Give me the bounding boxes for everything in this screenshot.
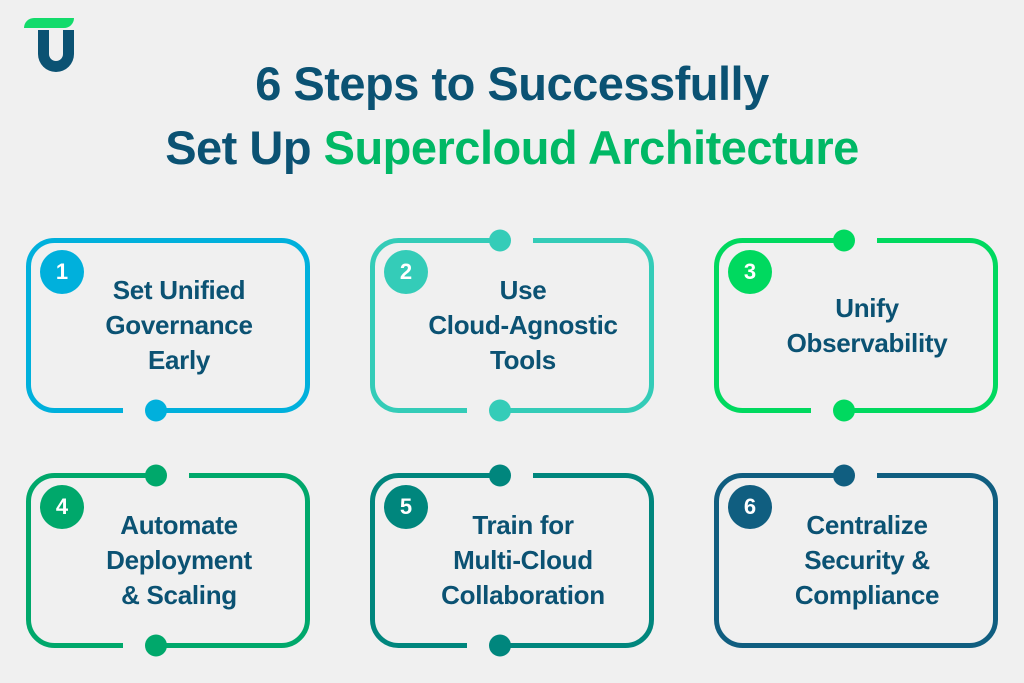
step-number-5: 5 [399, 494, 413, 519]
card-top-dot [833, 464, 855, 487]
step-label-4: Automate Deployment & Scaling [106, 510, 252, 610]
step-card-6[interactable]: 6 Centralize Security & Compliance [714, 464, 998, 648]
brand-logo [18, 16, 80, 72]
card-bottom-dot [145, 634, 167, 657]
step-number-1: 1 [55, 259, 69, 284]
step-card-3[interactable]: 3 Unify Observability [714, 229, 998, 422]
card-frame-6 [714, 464, 998, 648]
card-frame-2 [370, 229, 654, 422]
card-frame-4 [26, 464, 310, 657]
step-label-5: Train for Multi-Cloud Collaboration [441, 510, 605, 610]
card-frame-5 [370, 464, 654, 657]
step-card-4[interactable]: 4 Automate Deployment & Scaling [26, 464, 310, 657]
step-number-badge-2: 2 [384, 250, 428, 294]
card-bottom-dot [145, 399, 167, 422]
card-top-dot [489, 229, 511, 252]
step-number-badge-1: 1 [40, 250, 84, 294]
title-line-2-prefix: Set Up [165, 121, 324, 174]
step-number-2: 2 [399, 259, 413, 284]
title-line-1: 6 Steps to Successfully [255, 57, 769, 110]
step-label-2: Use Cloud-Agnostic Tools [428, 275, 618, 375]
step-label-6: Centralize Security & Compliance [794, 510, 940, 610]
card-frame-3 [714, 229, 998, 422]
card-top-dot [833, 229, 855, 252]
page-title: 6 Steps to Successfully Set Up Superclou… [0, 52, 1024, 180]
step-number-badge-6: 6 [728, 485, 772, 529]
title-line-2: Set Up Supercloud Architecture [0, 116, 1024, 180]
step-number-badge-3: 3 [728, 250, 772, 294]
card-frame-1 [26, 238, 310, 422]
steps-grid: 1 Set Unified Governance Early 2 Use Clo… [0, 228, 1024, 658]
card-top-dot [145, 464, 167, 487]
logo-mark-icon [24, 18, 74, 72]
step-number-6: 6 [743, 494, 757, 519]
step-number-badge-4: 4 [40, 485, 84, 529]
card-bottom-dot [489, 634, 511, 657]
step-number-3: 3 [743, 259, 757, 284]
step-card-5[interactable]: 5 Train for Multi-Cloud Collaboration [370, 464, 654, 657]
card-top-dot [489, 464, 511, 487]
card-bottom-dot [489, 399, 511, 422]
step-number-badge-5: 5 [384, 485, 428, 529]
step-card-2[interactable]: 2 Use Cloud-Agnostic Tools [370, 229, 654, 422]
step-card-1[interactable]: 1 Set Unified Governance Early [26, 238, 310, 422]
title-line-2-accent: Supercloud Architecture [323, 121, 860, 174]
step-number-4: 4 [55, 494, 69, 519]
step-label-3: Unify Observability [786, 292, 948, 358]
card-bottom-dot [833, 399, 855, 422]
step-label-1: Set Unified Governance Early [105, 275, 253, 375]
